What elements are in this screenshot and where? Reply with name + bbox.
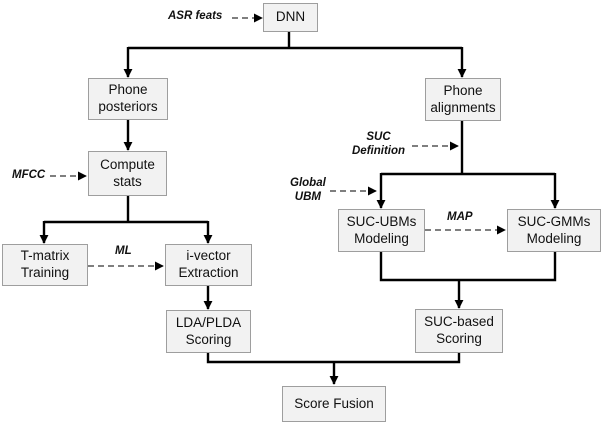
suc-gmms-modeling-box: SUC-GMMs Modeling xyxy=(507,209,601,252)
alignments-split-line xyxy=(381,121,555,176)
tmatrix-training-box: T-matrix Training xyxy=(2,244,88,286)
dnn-box: DNN xyxy=(263,3,318,32)
phone-alignments-box: Phone alignments xyxy=(425,78,501,121)
suc-models-merge-line xyxy=(379,252,557,282)
map-label: MAP xyxy=(447,211,473,223)
ml-label: ML xyxy=(115,245,132,257)
fusion-merge-line xyxy=(206,353,461,364)
phone-posteriors-box: Phone posteriors xyxy=(88,78,168,120)
suc-based-scoring-box: SUC-based Scoring xyxy=(415,309,503,353)
suc-definition-label: SUC Definition xyxy=(352,131,406,157)
stats-split-line xyxy=(44,196,208,224)
suc-ubms-modeling-box: SUC-UBMs Modeling xyxy=(338,209,425,252)
compute-stats-box: Compute stats xyxy=(88,151,167,196)
lda-plda-scoring-box: LDA/PLDA Scoring xyxy=(166,310,251,353)
mfcc-label: MFCC xyxy=(12,169,46,181)
global-ubm-label: Global UBM xyxy=(290,177,326,203)
ivector-extraction-box: i-vector Extraction xyxy=(165,244,252,286)
dnn-split-line xyxy=(128,32,462,50)
asr-feats-label: ASR feats xyxy=(168,10,223,22)
score-fusion-box: Score Fusion xyxy=(282,386,386,422)
